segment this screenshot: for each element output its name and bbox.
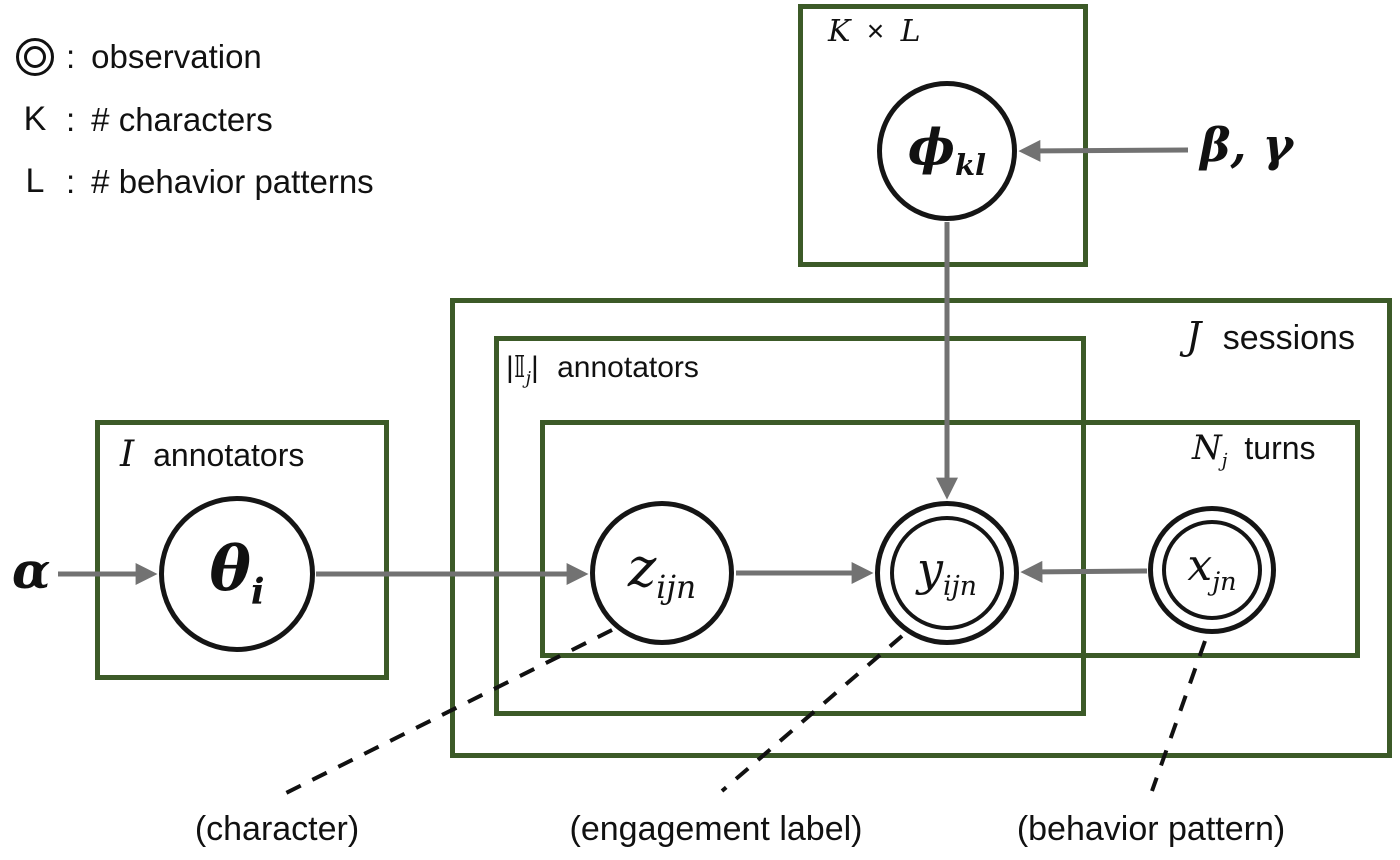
beta-gamma-constant: β, γ	[1200, 118, 1293, 172]
node-theta: θi	[159, 496, 315, 652]
alpha-constant: α	[12, 541, 51, 600]
node-y: yijn	[875, 501, 1019, 645]
legend-l-label: # behavior patterns	[91, 162, 374, 200]
legend-l-symbol: L	[25, 162, 45, 200]
ij-text: annotators	[557, 351, 699, 384]
plate-label-j-sessions: J sessions	[1186, 314, 1355, 358]
kl-times: ×	[866, 15, 885, 48]
sessions-text: sessions	[1222, 319, 1355, 357]
i-var: I	[120, 434, 135, 475]
ij-sub: j	[525, 369, 531, 389]
plate-i-annotators	[95, 420, 389, 680]
turns-var: N	[1192, 428, 1222, 468]
turns-text: turns	[1244, 430, 1316, 466]
x-symbol: x	[1187, 540, 1213, 592]
x-subscript: jn	[1212, 567, 1237, 598]
z-symbol: z	[627, 536, 657, 600]
node-phi: ϕkl	[877, 81, 1017, 221]
ij-set-symbol: 𝕀	[513, 350, 526, 385]
y-observation-ring	[890, 516, 1004, 630]
phi-symbol: ϕ	[907, 117, 955, 176]
caption-behavior-pattern: (behavior pattern)	[1016, 810, 1286, 848]
ij-bar-open: |	[506, 351, 514, 384]
y-symbol: y	[917, 541, 943, 596]
plate-label-i-annotators: I annotators	[120, 434, 304, 475]
legend-row-l: L : # behavior patterns	[10, 162, 374, 201]
phi-subscript: kl	[954, 148, 987, 182]
plate-k-times-l	[798, 4, 1088, 267]
sessions-var: J	[1186, 314, 1202, 358]
observation-icon	[10, 38, 60, 76]
plate-label-k-times-l: K × L	[828, 14, 921, 49]
i-text: annotators	[153, 437, 305, 473]
legend-observation-label: observation	[91, 38, 262, 75]
ij-bar-close: |	[530, 351, 539, 384]
caption-character: (character)	[194, 810, 360, 848]
plate-label-nj-turns: Nj turns	[1192, 428, 1316, 471]
kl-k: K	[828, 14, 851, 49]
x-observation-ring	[1162, 520, 1262, 620]
node-z: zijn	[590, 501, 734, 645]
legend-colon: :	[66, 162, 76, 200]
legend-colon: :	[66, 38, 76, 75]
plate-label-ij-annotators: |𝕀j| annotators	[506, 350, 699, 388]
caption-engagement-label: (engagement label)	[569, 810, 863, 848]
node-x: xjn	[1148, 506, 1276, 634]
legend-colon: :	[66, 100, 76, 138]
turns-sub: j	[1221, 450, 1228, 472]
legend-k-symbol: K	[23, 100, 47, 138]
plate-nj-turns	[540, 420, 1360, 658]
theta-subscript: i	[250, 570, 265, 613]
legend-k-label: # characters	[91, 100, 273, 138]
kl-l: L	[900, 14, 921, 49]
theta-symbol: θ	[209, 531, 251, 605]
z-subscript: ijn	[656, 570, 697, 607]
legend-row-k: K : # characters	[10, 100, 273, 139]
y-subscript: ijn	[943, 570, 977, 602]
plate-j-sessions	[450, 298, 1392, 758]
legend-row-observation: : observation	[10, 38, 262, 76]
